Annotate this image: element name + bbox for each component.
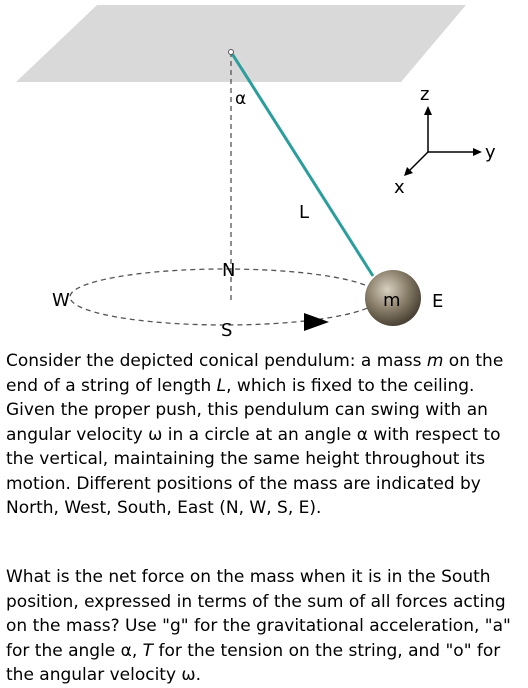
axis-z-arrowhead [424,106,432,115]
problem-description: Consider the depicted conical pendulum: … [6,349,526,521]
length-label: L [299,202,309,223]
axis-triad [407,113,475,173]
east-label: E [432,291,443,312]
pivot-point [228,49,234,55]
mass-symbol: m [426,351,444,371]
axis-x-label: x [394,177,405,198]
para1-text-1: Consider the depicted conical pendulum: … [6,351,427,371]
question-text: What is the net force on the mass when i… [6,565,526,688]
mass-ball [365,270,421,326]
tension-symbol: T [142,640,154,661]
para2-text-1: What is the net force on the mass when i… [6,567,511,661]
axis-y-arrowhead [473,148,482,156]
axis-z-label: z [420,84,429,105]
west-label: W [52,290,70,311]
para1-text-2: on the end of a string of length [6,351,504,396]
para2-text-2: for the tension on the string, and "o" f… [6,640,501,686]
axis-x-arrowhead [404,167,413,176]
axis-y-label: y [485,142,496,163]
ceiling-plane [16,5,466,82]
direction-arrow [304,313,329,331]
conical-pendulum-diagram: α L N S W E m z y x [16,5,496,341]
pendulum-string [229,51,375,277]
length-symbol: L [216,375,227,396]
para1-text-3: , which is fixed to the ceiling. Given t… [6,375,501,519]
mass-label: m [383,290,401,311]
angle-label: α [235,89,246,109]
south-label: S [221,320,232,341]
north-label: N [222,260,235,281]
